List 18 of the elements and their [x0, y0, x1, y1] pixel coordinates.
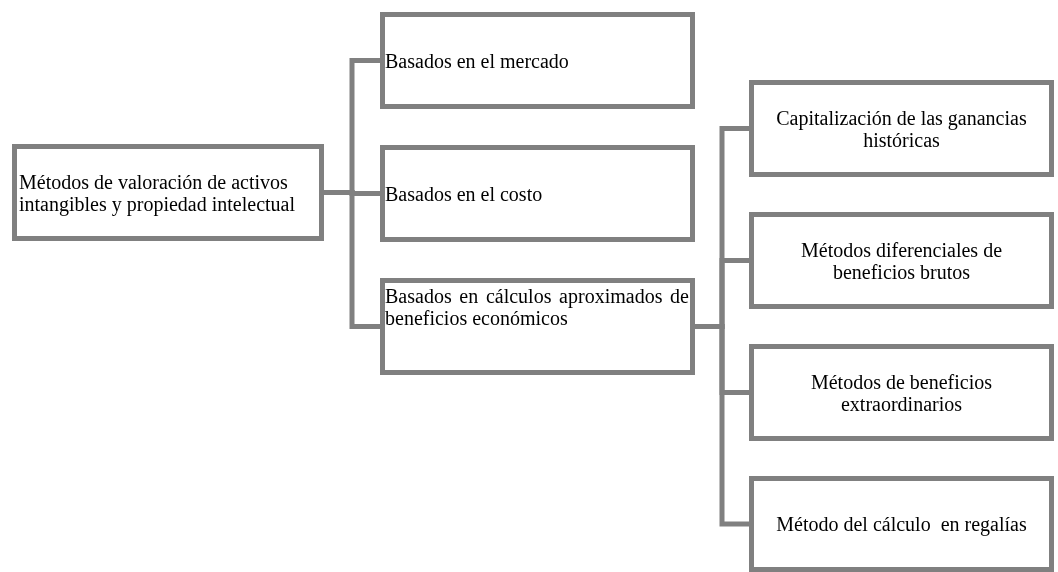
text-box	[749, 80, 1054, 177]
text-box	[380, 145, 695, 242]
box-label: Capitalización de las ganancias históricas	[775, 106, 1028, 151]
text-box	[749, 212, 1054, 309]
text-box	[380, 278, 695, 375]
box-label: Métodos de valoración de activos intangibles y propiedad intelectual	[19, 170, 297, 215]
connector-line	[324, 190, 380, 329]
box-label: Métodos de beneficios extraordinarios	[809, 370, 994, 415]
connector-line	[695, 324, 749, 527]
text-box	[380, 12, 695, 109]
text-box	[749, 476, 1054, 572]
box-label: Basados en el costo	[385, 182, 544, 205]
box-label: Métodos diferenciales de beneficios brutos	[799, 238, 1003, 283]
box-label: Basados en el mercado	[385, 49, 570, 72]
box-label: Basados en cálculos aproximados de beneficios económicos	[385, 285, 689, 329]
text-box	[749, 344, 1054, 441]
text-box	[12, 144, 324, 241]
box-label: Método del cálculo en regalías	[775, 513, 1028, 535]
